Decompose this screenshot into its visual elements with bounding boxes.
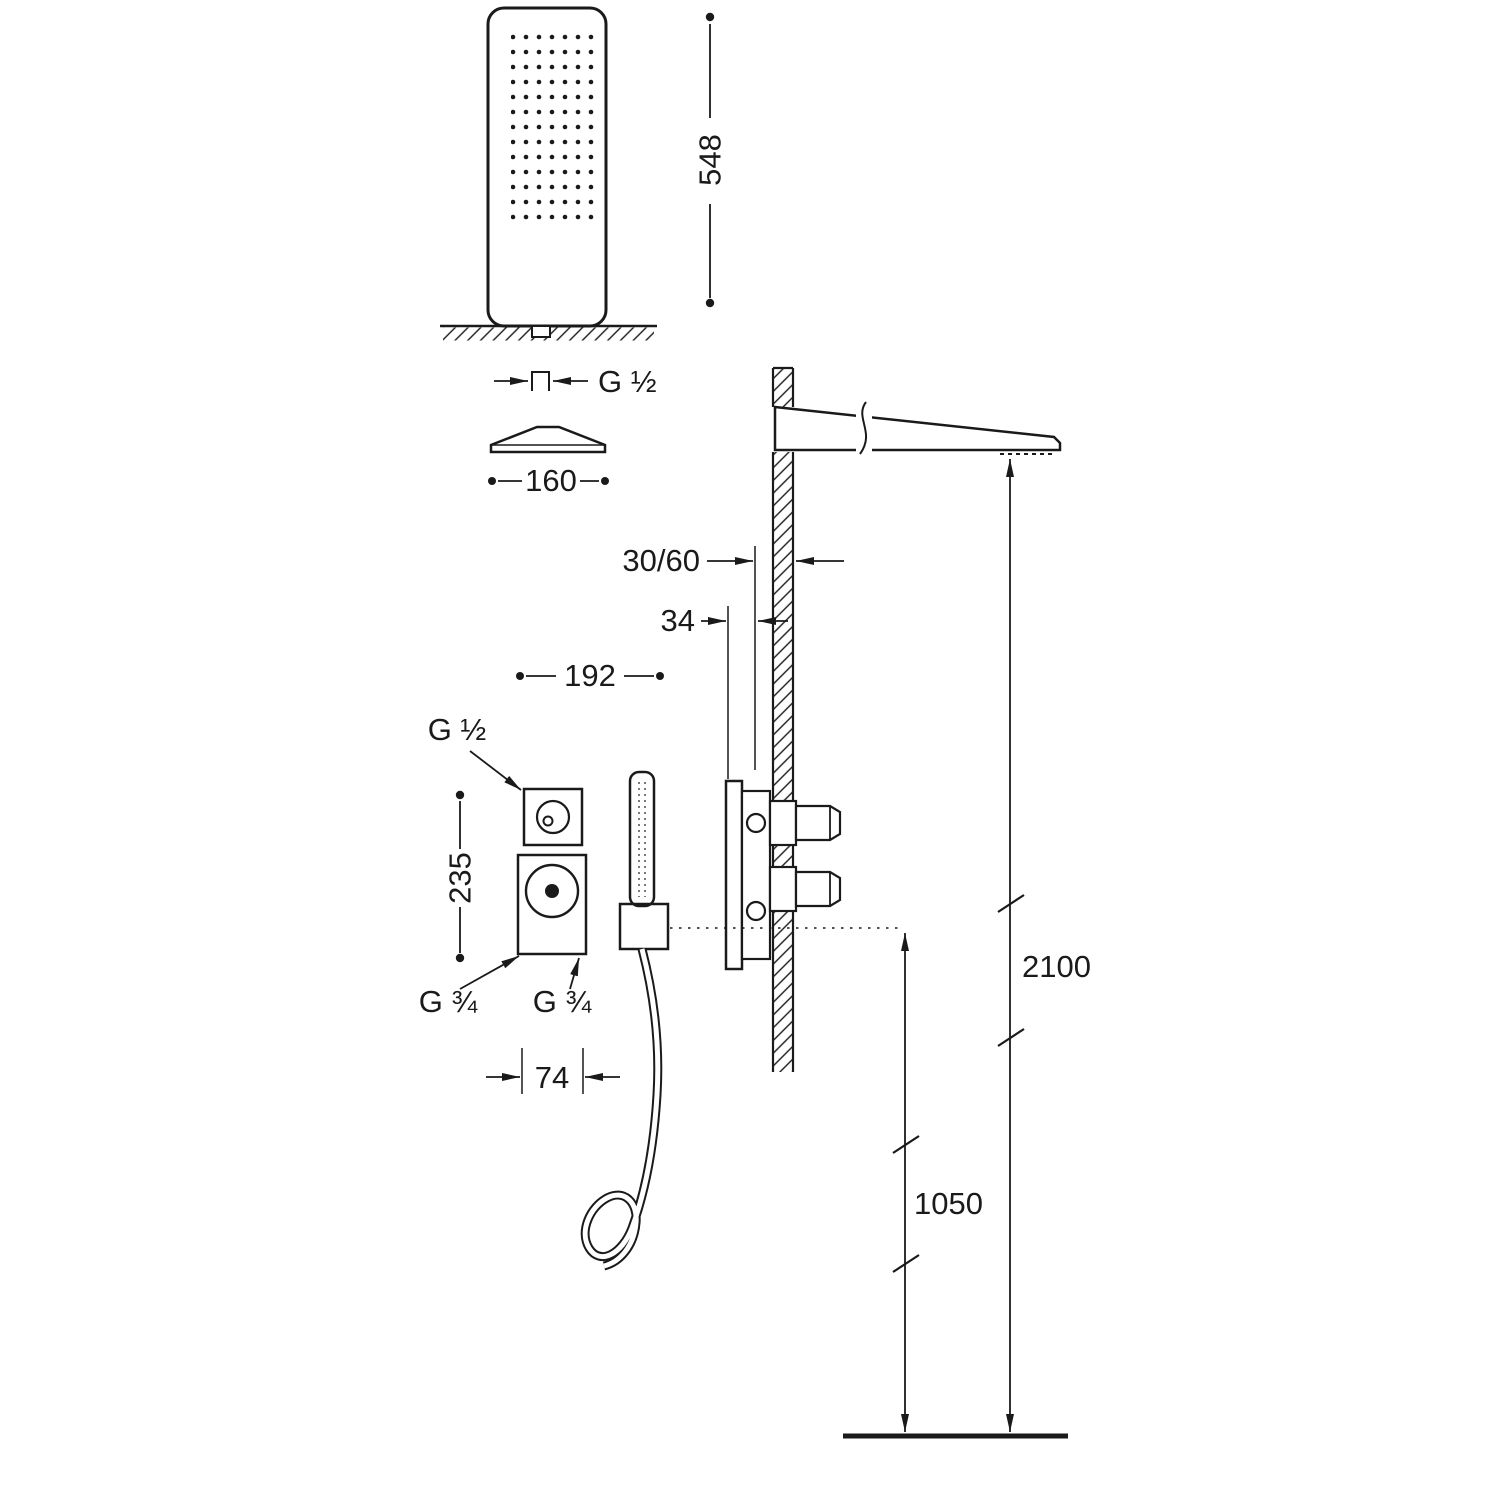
- knob-top-grip: [794, 804, 842, 842]
- dimension-1050: 1050: [892, 933, 983, 1432]
- valve-mounting-plate: [724, 779, 744, 971]
- thermostatic-valve-center: [545, 884, 559, 898]
- dimension-160-label: 160: [525, 463, 577, 498]
- dim-160-dot-right: [601, 477, 609, 485]
- knob-bottom-flange: [768, 865, 798, 913]
- dimension-74: 74: [486, 1048, 620, 1095]
- break-line: [859, 401, 867, 455]
- cascade-spout: [773, 401, 1062, 455]
- stop-valve-top-plate: [522, 787, 584, 847]
- body-jet-inlet-dimension: G ½: [494, 364, 657, 399]
- dimension-1050-label: 1050: [914, 1186, 983, 1221]
- dimension-34: 34: [661, 603, 788, 779]
- dimension-30-60-label: 30/60: [622, 543, 700, 578]
- break-mark: [997, 894, 1025, 913]
- leader-line: [469, 750, 522, 791]
- outlet-connection-left-callout: G ¾: [419, 955, 520, 1019]
- wall-hatch: [773, 368, 793, 407]
- escutcheon-outline: [489, 425, 607, 454]
- body-jet-side-view: [489, 425, 607, 454]
- wall-hatch: [773, 845, 793, 867]
- dim-235-dot-top: [455, 790, 465, 800]
- dim-235-dot-bottom: [455, 953, 465, 963]
- outlet-connection-right-label: G ¾: [533, 984, 593, 1019]
- hand-shower-spray-face: [634, 781, 650, 897]
- outlet-connection-left-label: G ¾: [419, 984, 479, 1019]
- valve-top-connection-callout: G ½: [428, 712, 522, 791]
- dim-160-dot-left: [488, 477, 496, 485]
- valve-top-connection-label: G ½: [428, 712, 487, 747]
- built-in-valve-side-view: [724, 779, 842, 971]
- body-jet-front-view: [440, 6, 657, 341]
- dimension-192-label: 192: [564, 658, 616, 693]
- stop-valve-top-knob: [535, 799, 571, 835]
- valve-screw-bottom: [745, 900, 767, 922]
- dimension-548-label: 548: [693, 134, 728, 186]
- thermostatic-valve-front: [516, 853, 588, 956]
- hand-shower: [580, 770, 670, 1271]
- knob-top-flange: [768, 799, 798, 847]
- break-mark: [892, 1254, 920, 1273]
- nozzle-grid: [511, 34, 601, 226]
- body-jet-connection-label: G ½: [598, 364, 657, 399]
- dimension-2100: 2100: [997, 459, 1091, 1432]
- dim-192-dot-right: [656, 672, 664, 680]
- dimension-160: 160: [488, 463, 609, 498]
- break-mark: [997, 1028, 1025, 1047]
- thermostatic-valve-plate: [516, 853, 588, 956]
- dimension-548: 548: [693, 12, 728, 308]
- break-mark: [892, 1135, 920, 1154]
- dimension-74-label: 74: [535, 1060, 569, 1095]
- dimension-235-label: 235: [443, 852, 478, 904]
- thermostatic-valve-knob: [524, 863, 580, 919]
- dimension-2100-label: 2100: [1022, 949, 1091, 984]
- shower-hose: [580, 947, 663, 1271]
- wall-hatch: [773, 911, 793, 1072]
- dim-192-dot-left: [516, 672, 524, 680]
- cascade-spout-outline: [773, 405, 1062, 452]
- dimension-30-60: 30/60: [622, 543, 844, 770]
- hand-shower-holder: [618, 902, 670, 951]
- dimension-235: 235: [443, 790, 478, 963]
- dimension-192: 192: [516, 658, 664, 693]
- body-jet-inlet-stub: [531, 325, 551, 338]
- leader-line: [459, 955, 520, 990]
- shower-hose-inner: [582, 948, 661, 1269]
- stop-valve-top-indicator: [542, 815, 554, 827]
- stop-valve-top-front: [522, 787, 584, 847]
- wall-section: [771, 366, 795, 1072]
- outlet-connection-right-callout: G ¾: [533, 957, 593, 1019]
- valve-screw-top: [745, 812, 767, 834]
- dim-548-dot-top: [705, 12, 715, 22]
- dim-548-dot-bottom: [705, 298, 715, 308]
- leader-line: [569, 957, 580, 990]
- dimension-34-label: 34: [661, 603, 695, 638]
- wall-hatch: [773, 452, 793, 801]
- knob-bottom-grip: [794, 870, 842, 908]
